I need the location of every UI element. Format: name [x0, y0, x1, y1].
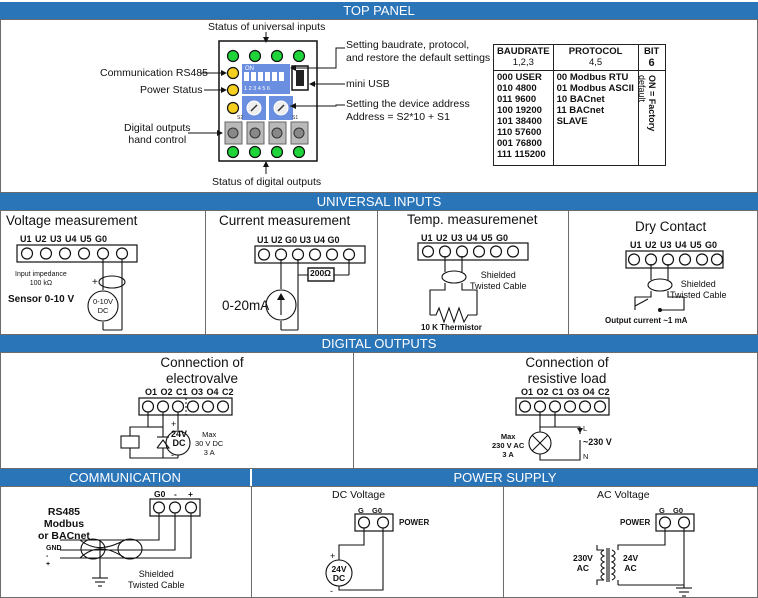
svg-text:S2: S2: [237, 115, 243, 121]
dry-title: Dry Contact: [635, 219, 707, 234]
thermistor-label: 10 K Thermistor: [421, 323, 482, 332]
dc-plus: +: [330, 551, 336, 561]
load-voltage-label: ~230 V: [583, 437, 612, 447]
section-power-supply: POWER SUPPLY: [252, 469, 758, 486]
dc-g: G: [358, 506, 364, 515]
setting-label: Setting baudrate, protocol,and restore t…: [346, 39, 491, 64]
universal-status-leds: [226, 49, 306, 63]
voltage-terminal-labels: U1 U2 U3 U4 U5 G0: [20, 234, 108, 244]
temp-terminal-labels: U1 U2 U3 U4 U5 G0: [421, 233, 509, 243]
ac-g0: G0: [673, 506, 684, 515]
current-terminal-labels: U1 U2 G0 U3 U4 G0: [257, 235, 340, 245]
svg-text:S1: S1: [292, 115, 298, 121]
current-source-label: 0-20mA: [222, 298, 270, 313]
dry-terminal-labels: U1 U2 U3 U4 U5 G0: [630, 240, 718, 250]
load-cell: [353, 352, 758, 469]
comm-plus: +: [188, 489, 193, 499]
svg-text:1 2 3 4 5 6: 1 2 3 4 5 6: [244, 86, 270, 92]
section-digital-outputs: DIGITAL OUTPUTS: [0, 335, 758, 352]
svg-text:ON: ON: [245, 66, 254, 72]
temp-cell: [377, 210, 569, 335]
sensor-label: Sensor 0-10 V: [8, 294, 75, 305]
resistor-label: 200Ω: [310, 268, 331, 278]
output-current-label: Output current ~1 mA: [605, 316, 688, 325]
dry-cell: [568, 210, 758, 335]
rs485-led: [226, 66, 240, 80]
dc-g0: G0: [372, 506, 383, 515]
ac-power-label: POWER: [620, 518, 651, 527]
status-universal-label: Status of universal inputs: [208, 21, 326, 33]
power-status-label: Power Status: [140, 84, 203, 96]
valve-plus: +: [171, 419, 177, 429]
temp-title: Temp. measuremenet: [407, 212, 538, 227]
valve-minus: -: [171, 450, 174, 460]
comm-minus: -: [174, 489, 177, 499]
ac-cell: [503, 486, 758, 598]
valve-terminal-labels: O1 O2 C1 O3 O4 C2: [145, 387, 234, 397]
current-title: Current measurement: [219, 213, 351, 228]
dc-power-label: POWER: [399, 518, 430, 527]
mini-usb-label: mini USB: [346, 78, 390, 90]
section-communication: COMMUNICATION: [0, 469, 250, 486]
dc-minus: -: [330, 586, 333, 596]
digital-status-leds: [226, 145, 306, 159]
sensor-plus: +: [92, 277, 98, 288]
section-universal-inputs: UNIVERSAL INPUTS: [0, 193, 758, 210]
ac-g: G: [659, 506, 665, 515]
load-terminal-labels: O1 O2 C1 O3 O4 C2: [521, 387, 610, 397]
aux-led: [226, 101, 240, 115]
comm-gnd-labels: GND-+: [46, 545, 62, 568]
power-led: [226, 83, 240, 97]
section-top-panel: TOP PANEL: [0, 2, 758, 19]
dc-title: DC Voltage: [332, 489, 386, 501]
voltage-title: Voltage measurement: [6, 213, 138, 228]
dc-cell: [251, 486, 504, 598]
ac-title: AC Voltage: [597, 489, 650, 501]
hand-control-buttons: [224, 121, 309, 145]
comm-g0: G0: [154, 489, 166, 499]
status-digital-label: Status of digital outputs: [212, 176, 322, 188]
load-l-label: L: [583, 424, 588, 433]
load-n-label: N: [583, 452, 589, 461]
comm-rs485-label: Communication RS485: [100, 67, 208, 79]
